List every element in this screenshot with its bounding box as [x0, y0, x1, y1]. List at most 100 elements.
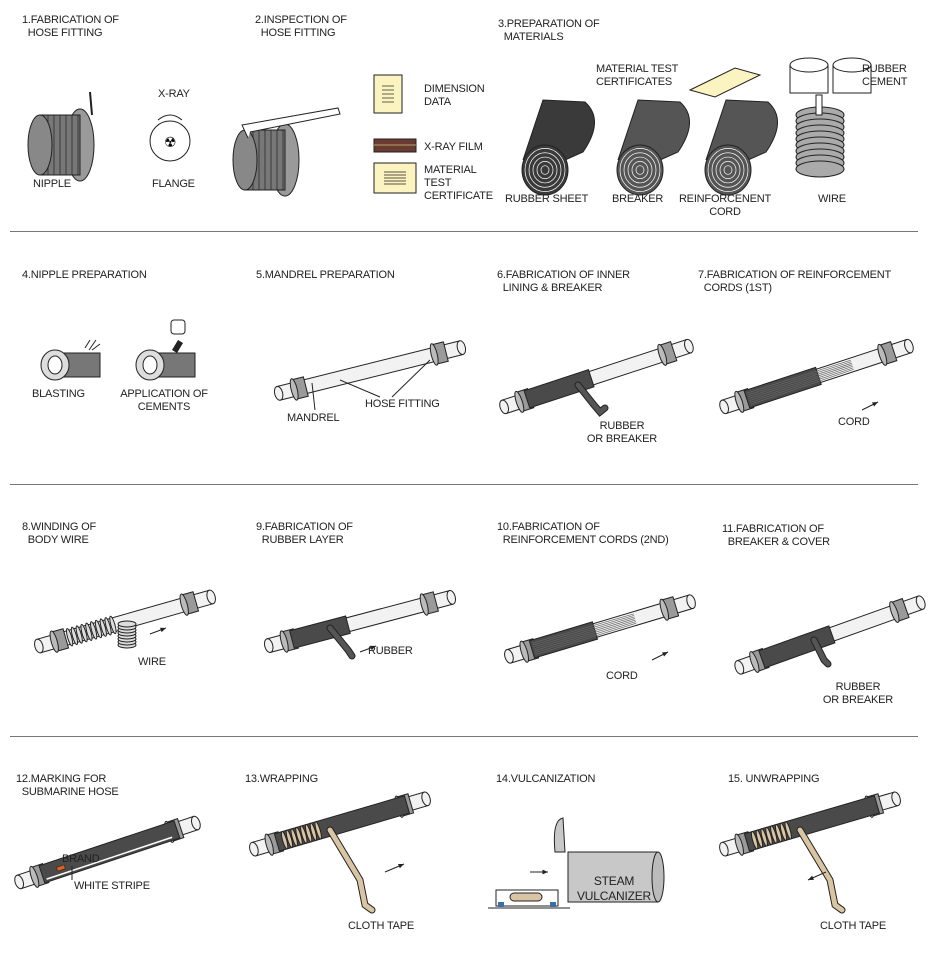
label-cord: CORD	[606, 670, 638, 682]
arrowhead	[662, 652, 668, 657]
flange	[264, 833, 274, 856]
row-divider	[10, 231, 918, 232]
flange	[419, 593, 429, 616]
coil-turn	[304, 824, 313, 843]
label-xray: X-RAY	[158, 88, 190, 100]
cement-can-icon	[170, 319, 186, 335]
step-15-title: 15. UNWRAPPING	[728, 773, 820, 785]
step-2-title: 2.INSPECTION OF HOSE FITTING	[255, 14, 347, 39]
flange	[659, 598, 670, 621]
blasting-icon	[84, 339, 101, 351]
rubber-layer	[523, 369, 595, 409]
flange	[889, 601, 900, 623]
brand-mark	[56, 864, 66, 872]
wrapped-hose	[249, 791, 431, 857]
coil-turn	[295, 826, 303, 846]
flange	[29, 865, 40, 888]
mandrel-end	[686, 594, 696, 609]
mandrel-end	[206, 589, 216, 605]
label-rubber: RUBBER	[368, 645, 413, 657]
mandrel-end	[719, 841, 729, 857]
step-14-title: 14.VULCANIZATION	[496, 773, 596, 785]
white-stripe	[46, 836, 173, 880]
label-breaker: BREAKER	[612, 193, 664, 205]
flange	[49, 630, 59, 653]
step-13-title: 13.WRAPPING	[245, 773, 318, 785]
cloth-tape	[327, 827, 375, 913]
mandrel-end	[719, 399, 729, 415]
rubber-strip	[327, 625, 355, 659]
step-10-title: 10.FABRICATION OF REINFORCEMENT CORDS (2…	[497, 521, 669, 546]
rubber-layer-hose	[263, 589, 457, 654]
label-flange: FLANGE	[152, 178, 195, 190]
cord-strand	[749, 365, 853, 401]
cord-hose-2	[504, 594, 696, 664]
coil-turn	[760, 828, 768, 847]
roll-ring	[536, 161, 554, 179]
nipple-end	[27, 114, 53, 176]
nipple-bore	[142, 355, 158, 375]
label-blasting: BLASTING	[32, 388, 85, 400]
cord-strand	[535, 622, 637, 655]
cord-hose-1	[719, 338, 914, 415]
cord-strand	[533, 618, 636, 650]
roll-ring	[528, 152, 562, 188]
dimension-data-icon	[373, 74, 403, 114]
flange	[429, 343, 439, 366]
mandrel-end	[14, 874, 25, 890]
xray-flange-icon	[149, 120, 191, 162]
label-white-stripe: WHITE STRIPE	[74, 880, 150, 892]
roll-ring	[627, 156, 653, 184]
cord-strand	[534, 619, 636, 652]
flange	[877, 343, 888, 366]
label-mandrel: MANDREL	[287, 412, 340, 424]
coil-turn	[75, 625, 83, 644]
arrowhead	[370, 645, 376, 651]
mandrel-end	[684, 338, 694, 354]
flange	[514, 390, 525, 413]
label-wire: WIRE	[818, 193, 846, 205]
label-cloth-tape: CLOTH TAPE	[820, 920, 887, 932]
mandrel-end	[891, 791, 901, 807]
row-divider	[10, 736, 918, 737]
cloth-tape	[797, 827, 845, 913]
coil-turn	[309, 822, 318, 841]
wire-coil-icon	[795, 160, 845, 178]
can-lid	[832, 57, 872, 73]
flange	[179, 593, 189, 616]
xray-arc	[157, 114, 183, 121]
cord-strand	[748, 364, 853, 400]
cord-strand	[750, 368, 854, 405]
mandrel-end	[446, 590, 457, 605]
step-7-title: 7.FABRICATION OF REINFORCEMENT CORDS (1S…	[698, 269, 892, 294]
mandrel-end	[249, 841, 259, 857]
coil-turn	[290, 828, 298, 847]
brush-icon	[172, 340, 183, 353]
mandrel-leader	[311, 382, 316, 411]
roll-ring	[715, 156, 741, 184]
step-6-title: 6.FABRICATION OF INNER LINING & BREAKER	[497, 269, 630, 294]
vulcanizer-end	[651, 851, 665, 903]
marked-hose	[14, 815, 201, 890]
can-lid	[789, 57, 829, 73]
roll-ring	[631, 161, 649, 179]
arrowhead	[872, 402, 878, 407]
coil-turn	[285, 829, 294, 848]
label-cloth-tape: CLOTH TAPE	[348, 920, 415, 932]
fitting-leader	[391, 359, 431, 398]
coil-turn	[779, 822, 788, 841]
coil-turn	[750, 831, 759, 850]
cord-strand	[748, 362, 852, 398]
hose-on-cart	[509, 892, 543, 902]
coil-turn	[314, 821, 322, 840]
mandrel-end	[34, 638, 44, 654]
coil-turn	[770, 825, 778, 844]
row-divider	[10, 484, 918, 485]
mandrel-end	[504, 649, 514, 664]
